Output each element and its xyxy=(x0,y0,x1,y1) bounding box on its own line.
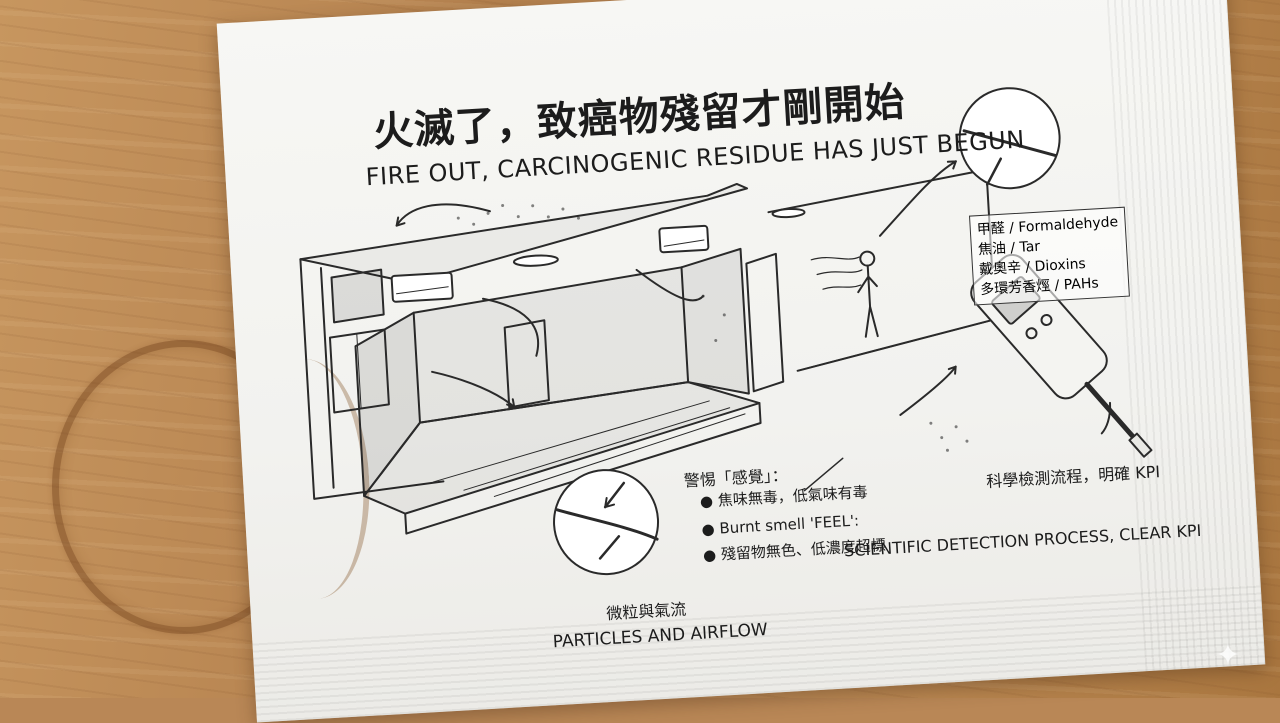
napkin: 火滅了，致癌物殘留才剛開始 FIRE OUT, CARCINOGENIC RES… xyxy=(216,0,1266,723)
particles-label-chinese: 微粒與氣流 xyxy=(605,599,687,624)
sparkle-icon: ✦ xyxy=(1215,638,1241,673)
room-sketch xyxy=(299,87,1153,576)
chemicals-box: 甲醛 / Formaldehyde 焦油 / Tar 戴奧辛 / Dioxins… xyxy=(968,206,1130,306)
person-icon xyxy=(857,250,879,338)
air-conditioner-icon xyxy=(390,271,454,303)
magnifier-circle-icon xyxy=(553,469,660,576)
